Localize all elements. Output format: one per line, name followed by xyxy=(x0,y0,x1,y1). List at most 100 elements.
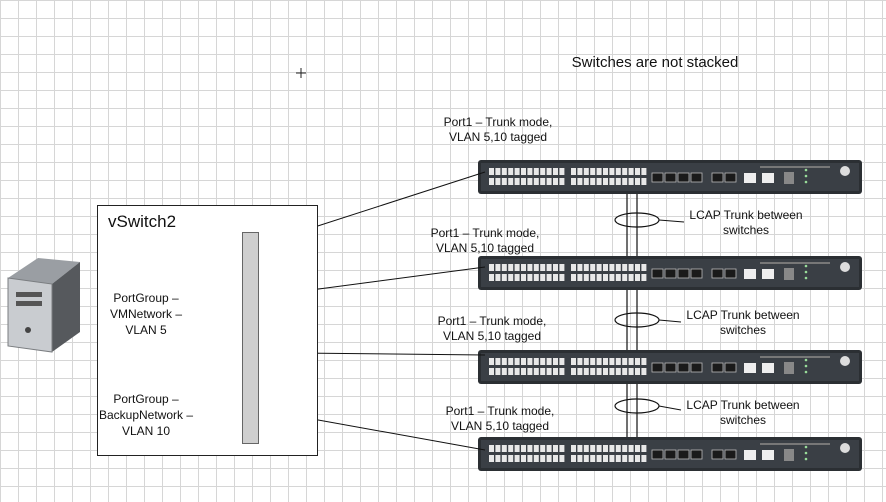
switch-led xyxy=(804,270,808,274)
switch-sfp-slot xyxy=(651,172,664,183)
switch-port xyxy=(540,368,546,375)
switch-port xyxy=(514,178,520,185)
switch-port xyxy=(583,455,589,462)
switch-port xyxy=(583,168,589,175)
switch-led xyxy=(804,276,808,280)
switch-port xyxy=(615,168,621,175)
switch-port xyxy=(540,358,546,365)
switch-port xyxy=(540,264,546,271)
switch-port xyxy=(635,368,640,375)
switch-led xyxy=(804,451,808,455)
switch-port xyxy=(635,445,640,452)
switch-port xyxy=(641,368,647,375)
switch-port xyxy=(559,455,565,462)
switch-port xyxy=(559,168,565,175)
switch-port xyxy=(622,274,628,281)
switch-port xyxy=(521,274,526,281)
switch-2-label: Port1 – Trunk mode, VLAN 5,10 tagged xyxy=(430,226,540,255)
switch-port xyxy=(495,445,501,452)
switch-port xyxy=(521,168,526,175)
switch-port xyxy=(508,178,514,185)
switch-port xyxy=(641,264,647,271)
switch-port xyxy=(501,445,507,452)
switch-port xyxy=(546,445,552,452)
switch-port xyxy=(571,368,576,375)
switch-port xyxy=(553,274,558,281)
switch-port xyxy=(559,358,565,365)
switch-port xyxy=(489,168,494,175)
switch-console-port xyxy=(744,363,756,373)
switch-port xyxy=(514,455,520,462)
switch-sfp-slot xyxy=(690,268,703,279)
portgroup-vmnetwork-label: PortGroup – VMNetwork – VLAN 5 xyxy=(109,291,183,337)
switch-port xyxy=(508,455,514,462)
switch-port xyxy=(615,264,621,271)
switch-port xyxy=(603,368,608,375)
switch-port xyxy=(590,455,596,462)
switch-port xyxy=(641,178,647,185)
switch-port xyxy=(521,445,526,452)
switch-port xyxy=(527,455,533,462)
switch-port xyxy=(514,274,520,281)
switch-port xyxy=(489,455,494,462)
switch-port xyxy=(577,358,583,365)
switch-port xyxy=(590,168,596,175)
switch-port xyxy=(559,178,565,185)
switch-port xyxy=(577,445,583,452)
switch-port xyxy=(583,368,589,375)
switch-led xyxy=(804,445,808,449)
switch-sfp-slot xyxy=(711,362,724,373)
switch-port xyxy=(495,264,501,271)
switch-port xyxy=(521,264,526,271)
switch-port xyxy=(495,358,501,365)
switch-port xyxy=(635,168,640,175)
switch-sfp-slot xyxy=(724,362,737,373)
switch-port xyxy=(628,168,634,175)
switch-hp-logo-icon xyxy=(840,166,850,176)
switch-hp-logo-icon xyxy=(840,262,850,272)
switch-sfp-slot xyxy=(711,172,724,183)
switch-port xyxy=(527,358,533,365)
switch-port xyxy=(489,274,494,281)
switch-port xyxy=(540,178,546,185)
switch-port xyxy=(553,264,558,271)
switch-port xyxy=(571,358,576,365)
switch-port xyxy=(615,455,621,462)
switch-port xyxy=(603,455,608,462)
switch-port xyxy=(495,368,501,375)
switch-button xyxy=(784,172,794,184)
switch-console-port xyxy=(744,450,756,460)
switch-port xyxy=(514,445,520,452)
switch-model-text xyxy=(760,356,830,358)
switch-port xyxy=(590,445,596,452)
vswitch-box xyxy=(97,205,318,456)
server-front xyxy=(7,277,53,353)
switch-port xyxy=(603,264,608,271)
vswitch-label: vSwitch2 xyxy=(108,212,177,231)
switch-port xyxy=(628,358,634,365)
switch-sfp-slot xyxy=(664,362,677,373)
switch-port xyxy=(609,168,615,175)
switch-port xyxy=(615,274,621,281)
switch-port xyxy=(628,445,634,452)
lcap-connector-line xyxy=(658,319,682,323)
switch-port xyxy=(501,368,507,375)
uplink-cable-3 xyxy=(295,352,486,356)
switch-sfp-slot xyxy=(677,362,690,373)
switch-mgmt-port xyxy=(762,173,774,183)
switch-hp-logo-icon xyxy=(840,356,850,366)
switch-port xyxy=(527,178,533,185)
lcap-connector-line xyxy=(658,219,685,223)
switch-port xyxy=(571,445,576,452)
switch-port xyxy=(533,168,539,175)
switch-port xyxy=(501,358,507,365)
switch-port xyxy=(546,264,552,271)
switch-port xyxy=(571,274,576,281)
switch-port xyxy=(559,264,565,271)
switch-port xyxy=(489,445,494,452)
switch-port xyxy=(596,178,602,185)
switch-sfp-slot xyxy=(677,268,690,279)
switch-port xyxy=(508,274,514,281)
switch-button xyxy=(784,449,794,461)
switch-port xyxy=(583,264,589,271)
